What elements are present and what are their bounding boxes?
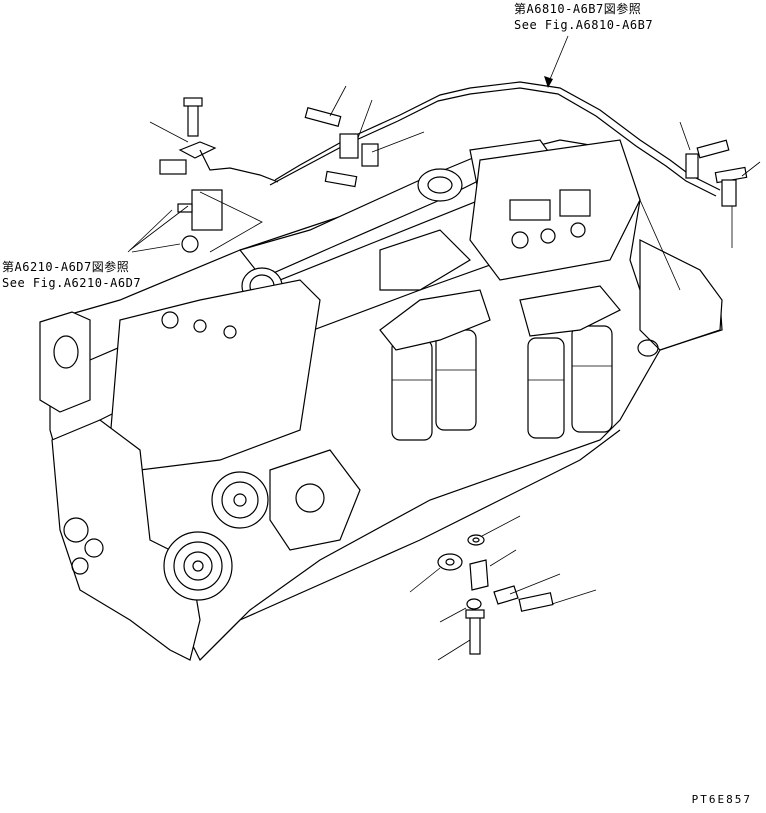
reference-top-english: See Fig.A6810-A6B7 [514,18,654,32]
top-left-bracket-assembly [127,97,279,253]
front-cover [51,419,361,661]
right-clamp-bolts [679,121,761,248]
lower-hardware [409,515,597,661]
injection-pump [379,139,641,291]
fuel-filters [379,285,621,441]
reference-top-japanese: 第A6810-A6B7図参照 [514,2,642,16]
flywheel-housing-plate [637,199,723,357]
upper-clamp-bolts [304,85,425,188]
drawing-code: PT6E857 [691,793,752,806]
leader-top-ref [544,35,569,88]
reference-left-english: See Fig.A6210-A6D7 [2,276,142,290]
reference-left-japanese: 第A6210-A6D7図参照 [2,260,130,274]
